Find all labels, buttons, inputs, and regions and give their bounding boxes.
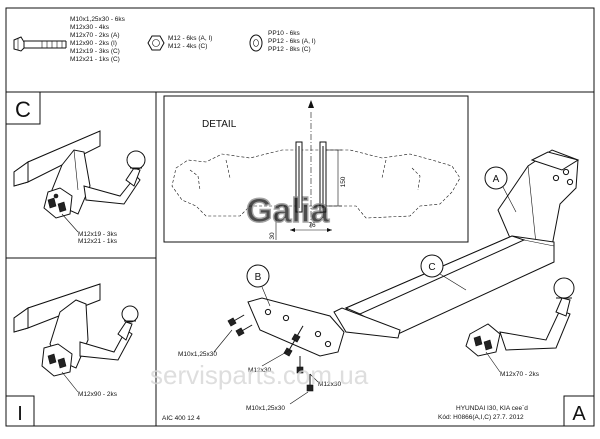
leader-a-bolts — [485, 351, 501, 373]
nut-line-2: M12 - 4ks (C) — [168, 43, 207, 50]
panel-c-letter-box — [5, 91, 41, 125]
panel-c-leader — [61, 213, 79, 233]
leader-b-bolts-left — [213, 329, 233, 353]
dim-height-label: 150 — [340, 176, 347, 187]
washer-line-2: PP12 - 6ks (A, I) — [268, 38, 316, 45]
leader-b-bolts-mid — [261, 349, 291, 367]
label-b-bolts-right: M12x30 — [318, 381, 342, 388]
svg-text:Galia: Galia — [246, 192, 330, 230]
callout-b: B — [246, 264, 271, 307]
bolt-icon — [13, 36, 67, 52]
panel-i-tow-hook — [79, 305, 139, 361]
main-tow-ball — [553, 277, 575, 299]
footer-code: AIC 400 12 4 — [162, 415, 200, 422]
crossbar-c — [344, 235, 555, 335]
washer-line-3: PP12 - 8ks (C) — [268, 46, 311, 53]
bracket-a — [497, 149, 580, 257]
main-letter: A — [572, 403, 586, 425]
mount-slot-right — [319, 141, 327, 213]
panel-c-tow-ball — [126, 150, 146, 170]
detail-view: DETAIL 150 76 30 Gal — [163, 95, 469, 243]
panel-c-note-2: M12x21 - 1ks — [78, 238, 118, 245]
nut-icon — [147, 35, 165, 51]
centre-arrow — [308, 100, 314, 108]
panel-i-tow-ball — [121, 305, 139, 323]
dim-left: 30 — [269, 212, 277, 240]
panel-c-crossmember — [13, 130, 101, 187]
bracket-b — [247, 297, 401, 357]
detail-title: DETAIL — [202, 119, 237, 130]
panel-i-letter-box — [5, 395, 35, 427]
leader-b-bolts-bottom — [289, 391, 309, 405]
footer-kod: Kód: H0866(A,I,C) 27.7. 2012 — [438, 414, 524, 421]
panel-c-tow-hook — [83, 150, 146, 205]
outer-frame — [5, 7, 595, 427]
callout-a: A — [484, 166, 517, 213]
panel-c-bracket — [43, 149, 91, 219]
panel-c-letter: C — [15, 97, 31, 122]
bumper-outline — [171, 149, 461, 219]
main-letter-box — [563, 395, 595, 427]
washer-line-1: PP10 - 6ks — [268, 30, 301, 37]
panel-i-note: M12x90 - 2ks — [78, 391, 118, 398]
callout-a-label: A — [493, 174, 500, 185]
bolt-line-5: M12x19 - 3ks (C) — [70, 48, 120, 55]
watermark: servisparts.com.ua — [150, 360, 369, 390]
dim-left-label: 30 — [269, 232, 276, 240]
mount-slot-left — [295, 141, 303, 213]
dim-height: 150 — [326, 149, 347, 207]
dim-width: 76 — [290, 222, 332, 232]
washer-list: PP10 - 6ks PP12 - 6ks (A, I) PP12 - 8ks … — [268, 30, 316, 53]
label-b-bolts-left: M10x1,25x30 — [178, 351, 217, 358]
main-assembly: A B C M10x1,25x30 M12x30 M12x30 M10x1,25… — [178, 149, 595, 427]
bolt-line-2: M12x30 - 4ks — [70, 24, 110, 31]
callout-b-label: B — [255, 272, 262, 283]
panel-i-leader — [61, 371, 79, 393]
detail-frame — [163, 95, 469, 243]
galia-logo-icon: Galia — [245, 191, 331, 230]
nut-list: M12 - 6ks (A, I) M12 - 4ks (C) — [168, 35, 212, 50]
label-b-bolts-bottom: M10x1,25x30 — [246, 405, 285, 412]
bolt-list: M10x1,25x30 - 6ks M12x30 - 4ks M12x70 - … — [70, 16, 126, 63]
callout-c: C — [420, 254, 467, 291]
dim-width-label: 76 — [308, 222, 316, 229]
nut-line-1: M12 - 6ks (A, I) — [168, 35, 212, 42]
panel-i: M12x90 - 2ks I — [5, 283, 139, 427]
bolt-line-6: M12x21 - 1ks (C) — [70, 56, 120, 63]
loose-bolts-b — [227, 314, 314, 392]
panel-i-letter: I — [17, 403, 23, 425]
panel-c: C M12x19 - 3ks M12x21 - 1ks — [5, 91, 146, 245]
panel-i-crossmember — [13, 283, 101, 333]
bolt-line-4: M12x90 - 2ks (I) — [70, 40, 117, 47]
bolt-line-3: M12x70 - 2ks (A) — [70, 32, 120, 39]
callout-c-label: C — [428, 262, 435, 273]
bolt-line-1: M10x1,25x30 - 6ks — [70, 16, 126, 23]
washer-icon — [249, 34, 263, 52]
label-b-bolts-mid: M12x30 — [248, 367, 272, 374]
footer-model: HYUNDAI I30, KIA cee´d — [456, 405, 528, 412]
main-tow-hook — [465, 277, 575, 357]
leader-b-bolts-right — [309, 373, 319, 383]
panel-c-note-1: M12x19 - 3ks — [78, 231, 118, 238]
label-a-bolts: M12x70 - 2ks — [500, 371, 540, 378]
panel-i-bracket — [41, 299, 89, 377]
